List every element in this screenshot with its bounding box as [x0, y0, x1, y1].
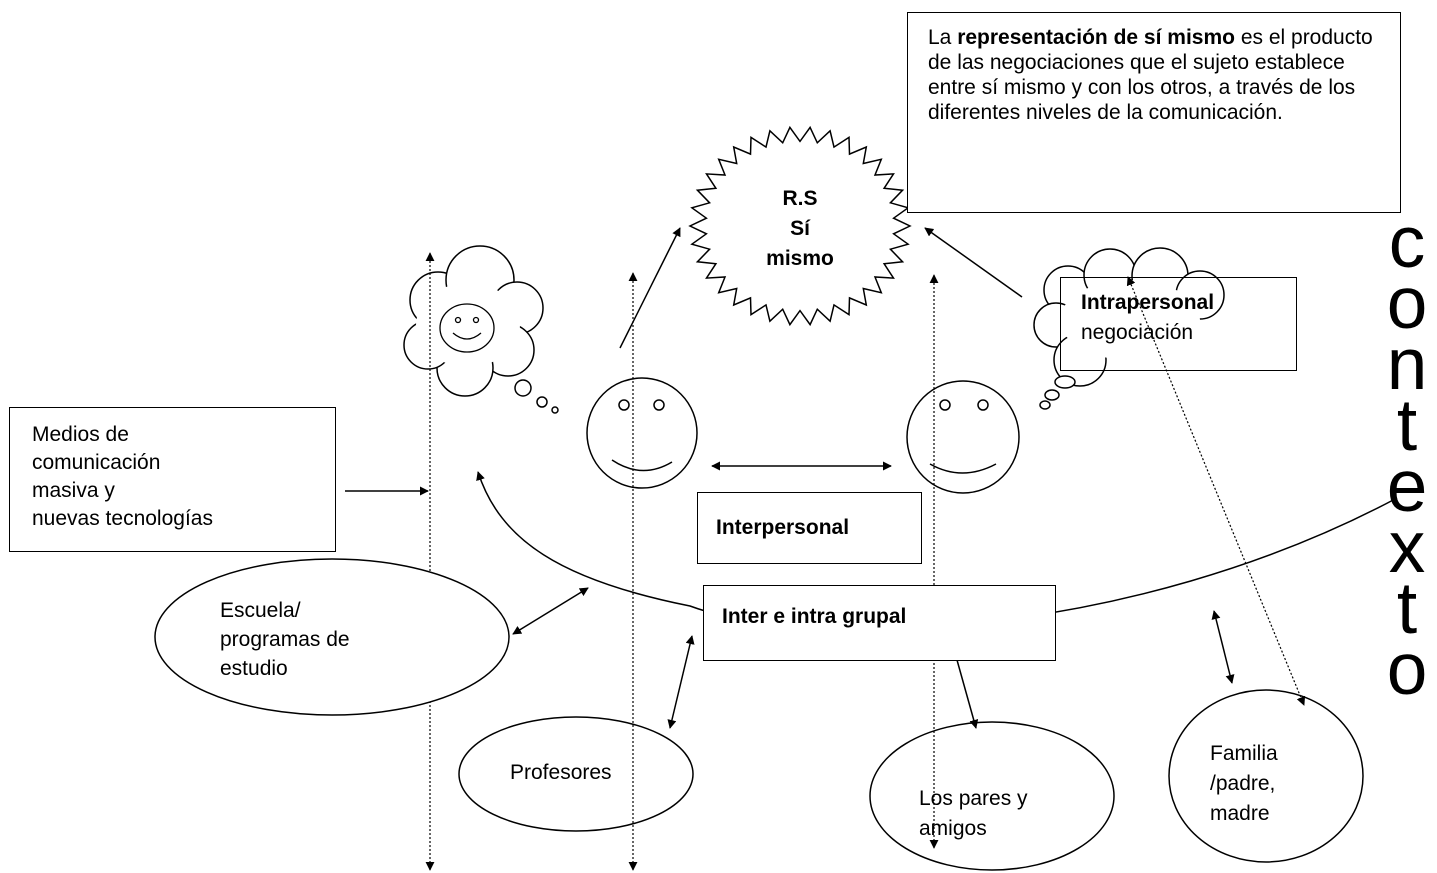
smiley-in-thought-cloud	[439, 303, 495, 353]
intrapersonal-title: Intrapersonal	[1081, 291, 1215, 314]
school-line1: Escuela/	[220, 599, 301, 622]
school-line2: programas de	[220, 628, 350, 651]
context-letter: o	[1386, 629, 1428, 710]
media-line4: nuevas tecnologías	[32, 507, 213, 530]
group-box: Inter e intra grupal	[703, 585, 1056, 661]
context-letter: t	[1396, 385, 1418, 466]
self-label-line2: Sí	[790, 217, 810, 240]
context-letter: e	[1386, 446, 1428, 527]
school-line3: estudio	[220, 657, 288, 680]
thought-cloud-left	[403, 245, 559, 414]
context-vertical-word: c o n t e x t o	[1377, 202, 1437, 710]
context-letter: n	[1386, 324, 1428, 405]
media-box: Medios de comunicación masiva y nuevas t…	[9, 407, 336, 552]
arrow-teachers	[667, 635, 695, 729]
intrapersonal-subtitle: negociación	[1081, 321, 1194, 344]
teachers-label: Profesores	[510, 761, 612, 784]
intrapersonal-box: Intrapersonal negociación	[1060, 277, 1297, 371]
family-line2: /padre,	[1210, 772, 1276, 795]
peers-line1: Los pares y	[919, 787, 1028, 810]
arrow-peers	[956, 659, 979, 729]
definition-box: La representación de sí mismo es el prod…	[907, 12, 1401, 213]
person-face-left	[586, 377, 698, 489]
media-line2: comunicación	[32, 451, 161, 474]
self-label-line1: R.S	[782, 187, 818, 210]
dotted-diagonal-family	[1126, 276, 1306, 706]
ellipse-family	[1168, 689, 1364, 863]
ellipse-teachers	[458, 716, 694, 832]
group-label: Inter e intra grupal	[722, 605, 907, 628]
self-label-line3: mismo	[766, 247, 834, 270]
arrow-family	[1211, 610, 1235, 684]
interpersonal-box: Interpersonal	[697, 492, 922, 564]
arrow-to-self-right	[924, 227, 1023, 298]
media-line3: masiva y	[32, 479, 115, 502]
peers-line2: amigos	[919, 817, 987, 840]
person-face-right	[906, 380, 1020, 494]
family-line1: Familia	[1210, 742, 1278, 765]
context-letter: t	[1396, 568, 1418, 649]
context-letter: o	[1386, 263, 1428, 344]
self-representation-starburst	[688, 125, 912, 327]
context-letter: c	[1388, 202, 1426, 283]
arrow-school	[512, 587, 589, 635]
arrow-to-self-left	[619, 227, 681, 349]
context-letter: x	[1388, 507, 1426, 588]
ellipse-peers	[869, 721, 1115, 871]
interpersonal-label: Interpersonal	[716, 516, 850, 539]
media-line1: Medios de	[32, 423, 129, 446]
ellipse-school	[154, 558, 510, 716]
family-line3: madre	[1210, 802, 1270, 825]
definition-text: La representación de sí mismo es el prod…	[928, 26, 1373, 124]
